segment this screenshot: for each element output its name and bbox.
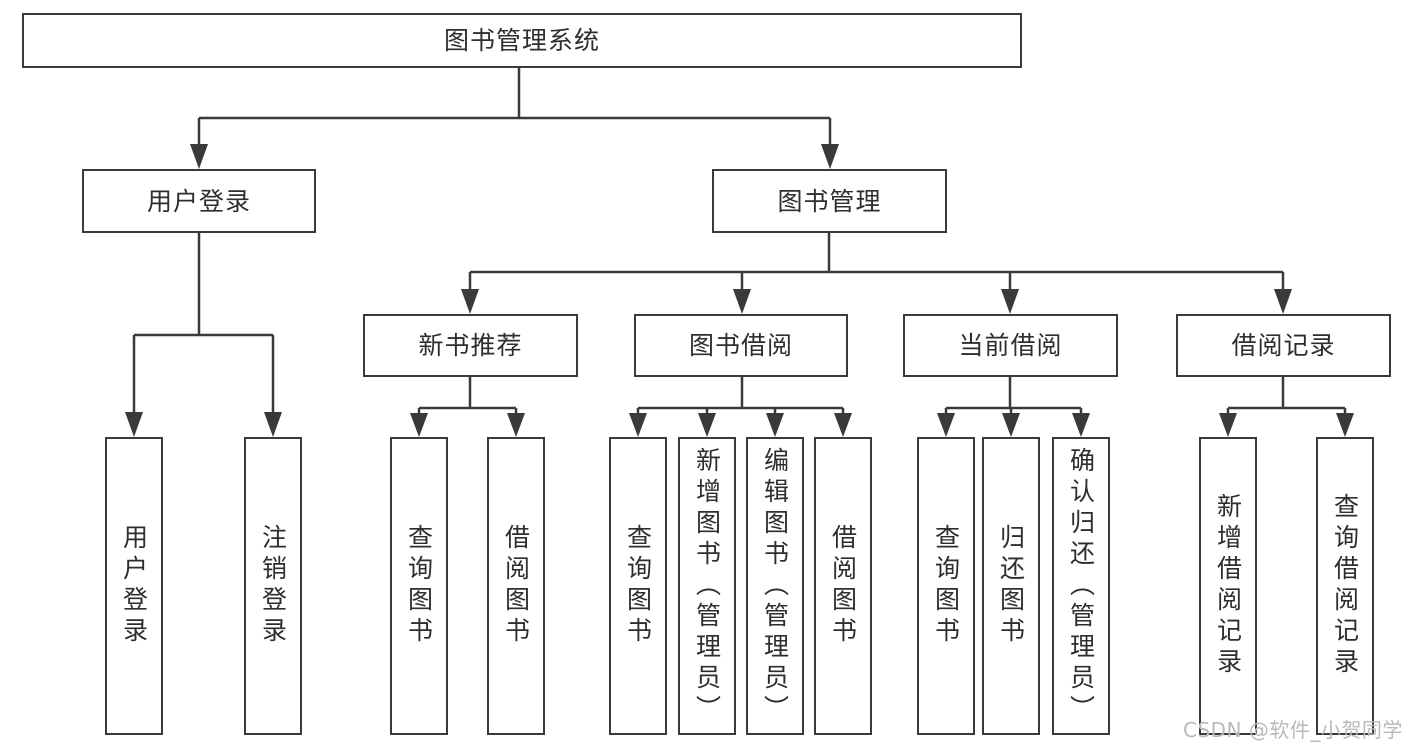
node-root-label: 图书管理系统 xyxy=(443,26,600,55)
leaf-user-login-label: 用户登录 xyxy=(119,524,149,648)
leaf-query-borrow-record-label: 查询借阅记录 xyxy=(1330,493,1360,679)
leaf-edit-books-admin-label: 编辑图书（管理员） xyxy=(760,446,790,726)
node-book-borrowing-label: 图书借阅 xyxy=(688,331,793,360)
node-user-login-label: 用户登录 xyxy=(146,186,251,216)
csdn-watermark: CSDN @软件_小贺同学 xyxy=(1183,718,1403,742)
leaf-query-books-recommend-label: 查询图书 xyxy=(404,524,434,648)
leaf-add-borrow-record-label: 新增借阅记录 xyxy=(1213,493,1243,679)
leaf-query-books-current: 查询图书 xyxy=(917,437,975,735)
leaf-add-books-admin: 新增图书（管理员） xyxy=(678,437,736,735)
leaf-confirm-return-admin-label: 确认归还（管理员） xyxy=(1066,446,1096,726)
node-current-borrowing-label: 当前借阅 xyxy=(958,331,1063,360)
leaf-borrow-books-recommend: 借阅图书 xyxy=(487,437,545,735)
leaf-borrow-books: 借阅图书 xyxy=(814,437,872,735)
node-root-system: 图书管理系统 xyxy=(22,13,1022,68)
leaf-query-books-current-label: 查询图书 xyxy=(931,524,961,648)
leaf-query-books-recommend: 查询图书 xyxy=(390,437,448,735)
leaf-logout: 注销登录 xyxy=(244,437,302,735)
node-borrowing-records-label: 借阅记录 xyxy=(1231,331,1336,360)
leaf-query-books-borrowing-label: 查询图书 xyxy=(623,524,653,648)
leaf-borrow-books-recommend-label: 借阅图书 xyxy=(501,524,531,648)
leaf-logout-label: 注销登录 xyxy=(258,524,288,648)
node-borrowing-records: 借阅记录 xyxy=(1176,314,1391,377)
leaf-edit-books-admin: 编辑图书（管理员） xyxy=(746,437,804,735)
node-book-management: 图书管理 xyxy=(712,169,947,233)
node-new-book-recommend-label: 新书推荐 xyxy=(418,331,523,360)
node-user-login: 用户登录 xyxy=(82,169,316,233)
leaf-add-borrow-record: 新增借阅记录 xyxy=(1199,437,1257,735)
leaf-user-login: 用户登录 xyxy=(105,437,163,735)
leaf-return-books-label: 归还图书 xyxy=(996,524,1026,648)
node-current-borrowing: 当前借阅 xyxy=(903,314,1118,377)
arrowheads xyxy=(125,144,1354,437)
leaf-confirm-return-admin: 确认归还（管理员） xyxy=(1052,437,1110,735)
node-new-book-recommend: 新书推荐 xyxy=(363,314,578,377)
leaf-borrow-books-label: 借阅图书 xyxy=(828,524,858,648)
node-book-borrowing: 图书借阅 xyxy=(634,314,848,377)
leaf-query-borrow-record: 查询借阅记录 xyxy=(1316,437,1374,735)
leaf-return-books: 归还图书 xyxy=(982,437,1040,735)
leaf-query-books-borrowing: 查询图书 xyxy=(609,437,667,735)
node-book-management-label: 图书管理 xyxy=(777,186,882,216)
leaf-add-books-admin-label: 新增图书（管理员） xyxy=(692,446,722,726)
